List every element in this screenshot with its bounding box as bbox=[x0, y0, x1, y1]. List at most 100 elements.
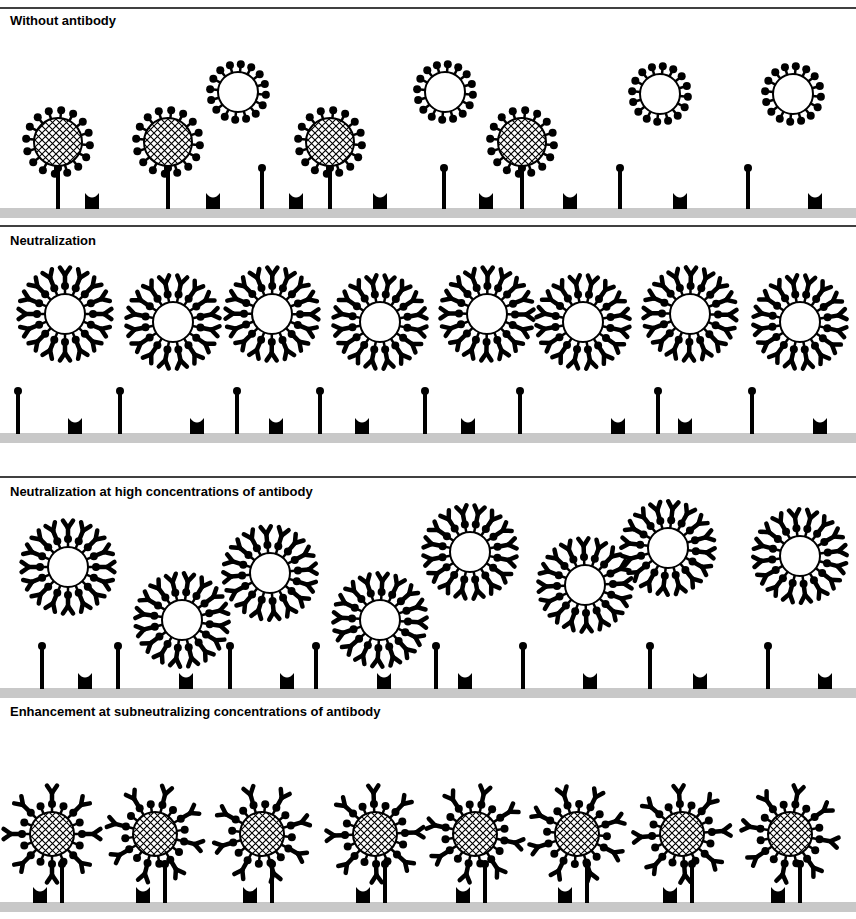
antibody-symbol bbox=[697, 530, 714, 540]
antibody-chain bbox=[699, 515, 702, 524]
antibody-chain bbox=[344, 343, 347, 351]
antibody-chain bbox=[378, 573, 383, 581]
spike-head bbox=[533, 110, 541, 118]
spike-head bbox=[549, 129, 557, 137]
receptor-stem bbox=[163, 864, 167, 903]
antibody-symbol bbox=[223, 572, 240, 582]
antibody-symbol bbox=[293, 592, 309, 606]
virion-envelope bbox=[648, 528, 688, 568]
spike-head bbox=[354, 153, 362, 161]
antibody-chain bbox=[101, 327, 110, 329]
fc-receptor-symbol bbox=[456, 887, 470, 903]
spike-head bbox=[428, 113, 436, 121]
antibody-symbol bbox=[93, 325, 110, 336]
antibody-chain bbox=[838, 563, 846, 566]
antibody-symbol bbox=[350, 347, 363, 363]
receptor-symbol bbox=[161, 860, 169, 903]
spike-head bbox=[189, 118, 197, 126]
spike-head bbox=[797, 117, 805, 125]
virion-envelope bbox=[306, 118, 354, 166]
receptor-head bbox=[616, 164, 624, 172]
antibody-chain bbox=[81, 522, 83, 531]
antibody-symbol bbox=[29, 278, 44, 293]
cell-membrane bbox=[0, 688, 856, 698]
spike-head bbox=[57, 106, 65, 114]
antibody-symbol bbox=[515, 292, 532, 303]
antibody-chain bbox=[46, 526, 54, 531]
antibody-symbol bbox=[202, 308, 219, 318]
antibody-chain bbox=[24, 329, 29, 337]
antibody-chain bbox=[612, 548, 613, 557]
antibody-symbol bbox=[653, 335, 668, 350]
receptor-stem bbox=[235, 391, 239, 434]
antibody-symbol bbox=[261, 526, 271, 543]
antibody-symbol bbox=[487, 511, 500, 527]
virion-envelope bbox=[467, 294, 507, 334]
antibody-symbol bbox=[188, 649, 198, 666]
antibody-chain bbox=[19, 314, 26, 319]
receptor-stem bbox=[270, 864, 274, 903]
virion-envelope bbox=[153, 302, 193, 342]
receptor-stem bbox=[40, 646, 44, 689]
antibody-symbol bbox=[440, 577, 453, 593]
receptor-symbol bbox=[440, 164, 448, 209]
antibody-symbol bbox=[465, 269, 476, 286]
antibody-symbol bbox=[498, 342, 509, 359]
spike-head bbox=[498, 113, 506, 121]
virion-envelope bbox=[425, 72, 465, 112]
antibody-chain bbox=[526, 310, 534, 315]
antibody-symbol bbox=[333, 326, 350, 336]
antibody-chain bbox=[668, 501, 672, 509]
antibody-symbol bbox=[136, 626, 153, 636]
antibody-chain bbox=[575, 360, 578, 368]
antibody-chain bbox=[409, 585, 411, 594]
antibody-symbol bbox=[126, 326, 143, 336]
antibody-chain bbox=[349, 646, 351, 655]
antibody-chain bbox=[23, 552, 32, 554]
antibody-symbol bbox=[760, 524, 776, 538]
spike-head bbox=[764, 77, 772, 85]
receptor-symbol bbox=[583, 860, 591, 903]
receptor-symbol bbox=[748, 387, 756, 434]
receptor-symbol bbox=[646, 642, 654, 689]
cell-membrane bbox=[0, 208, 856, 218]
antibody-chain bbox=[791, 360, 794, 368]
antibody-symbol bbox=[143, 347, 156, 363]
spike-head bbox=[179, 110, 187, 118]
antibody-symbol bbox=[284, 600, 296, 617]
antibody-symbol bbox=[384, 351, 394, 368]
antibody-symbol bbox=[668, 501, 678, 518]
antibody-chain bbox=[160, 653, 165, 662]
antibody-chain bbox=[205, 341, 214, 346]
antibody-chain bbox=[366, 277, 372, 283]
antibody-symbol bbox=[464, 342, 475, 359]
antibody-chain bbox=[192, 281, 197, 290]
antibody-chain bbox=[285, 269, 287, 278]
antibody-symbol bbox=[676, 577, 686, 594]
spike-head bbox=[136, 123, 144, 131]
antibody-symbol bbox=[190, 281, 203, 297]
antibody-chain bbox=[159, 277, 165, 283]
spike-head bbox=[39, 166, 47, 174]
antibody-symbol bbox=[600, 281, 614, 297]
antibody-chain bbox=[68, 606, 73, 613]
antibody-symbol bbox=[702, 269, 713, 286]
antibody-symbol bbox=[442, 325, 459, 336]
antibody-symbol bbox=[495, 569, 511, 582]
antibody-chain bbox=[334, 314, 342, 317]
receptor-symbol bbox=[312, 642, 320, 689]
fc-receptor-symbol bbox=[771, 887, 785, 903]
spike-head bbox=[358, 141, 366, 149]
spike-head bbox=[493, 158, 501, 166]
antibody-symbol bbox=[825, 293, 842, 306]
cell-layer bbox=[14, 164, 832, 903]
spike-head bbox=[414, 96, 422, 104]
antibody-chain bbox=[213, 588, 216, 596]
fc-receptor-symbol bbox=[33, 887, 47, 903]
spike-head bbox=[503, 166, 511, 174]
antibody-symbol bbox=[552, 347, 566, 363]
spike-head bbox=[538, 163, 546, 171]
antibody-chain bbox=[625, 527, 634, 532]
receptor-symbol bbox=[519, 642, 527, 689]
antibody-chain bbox=[515, 278, 517, 287]
